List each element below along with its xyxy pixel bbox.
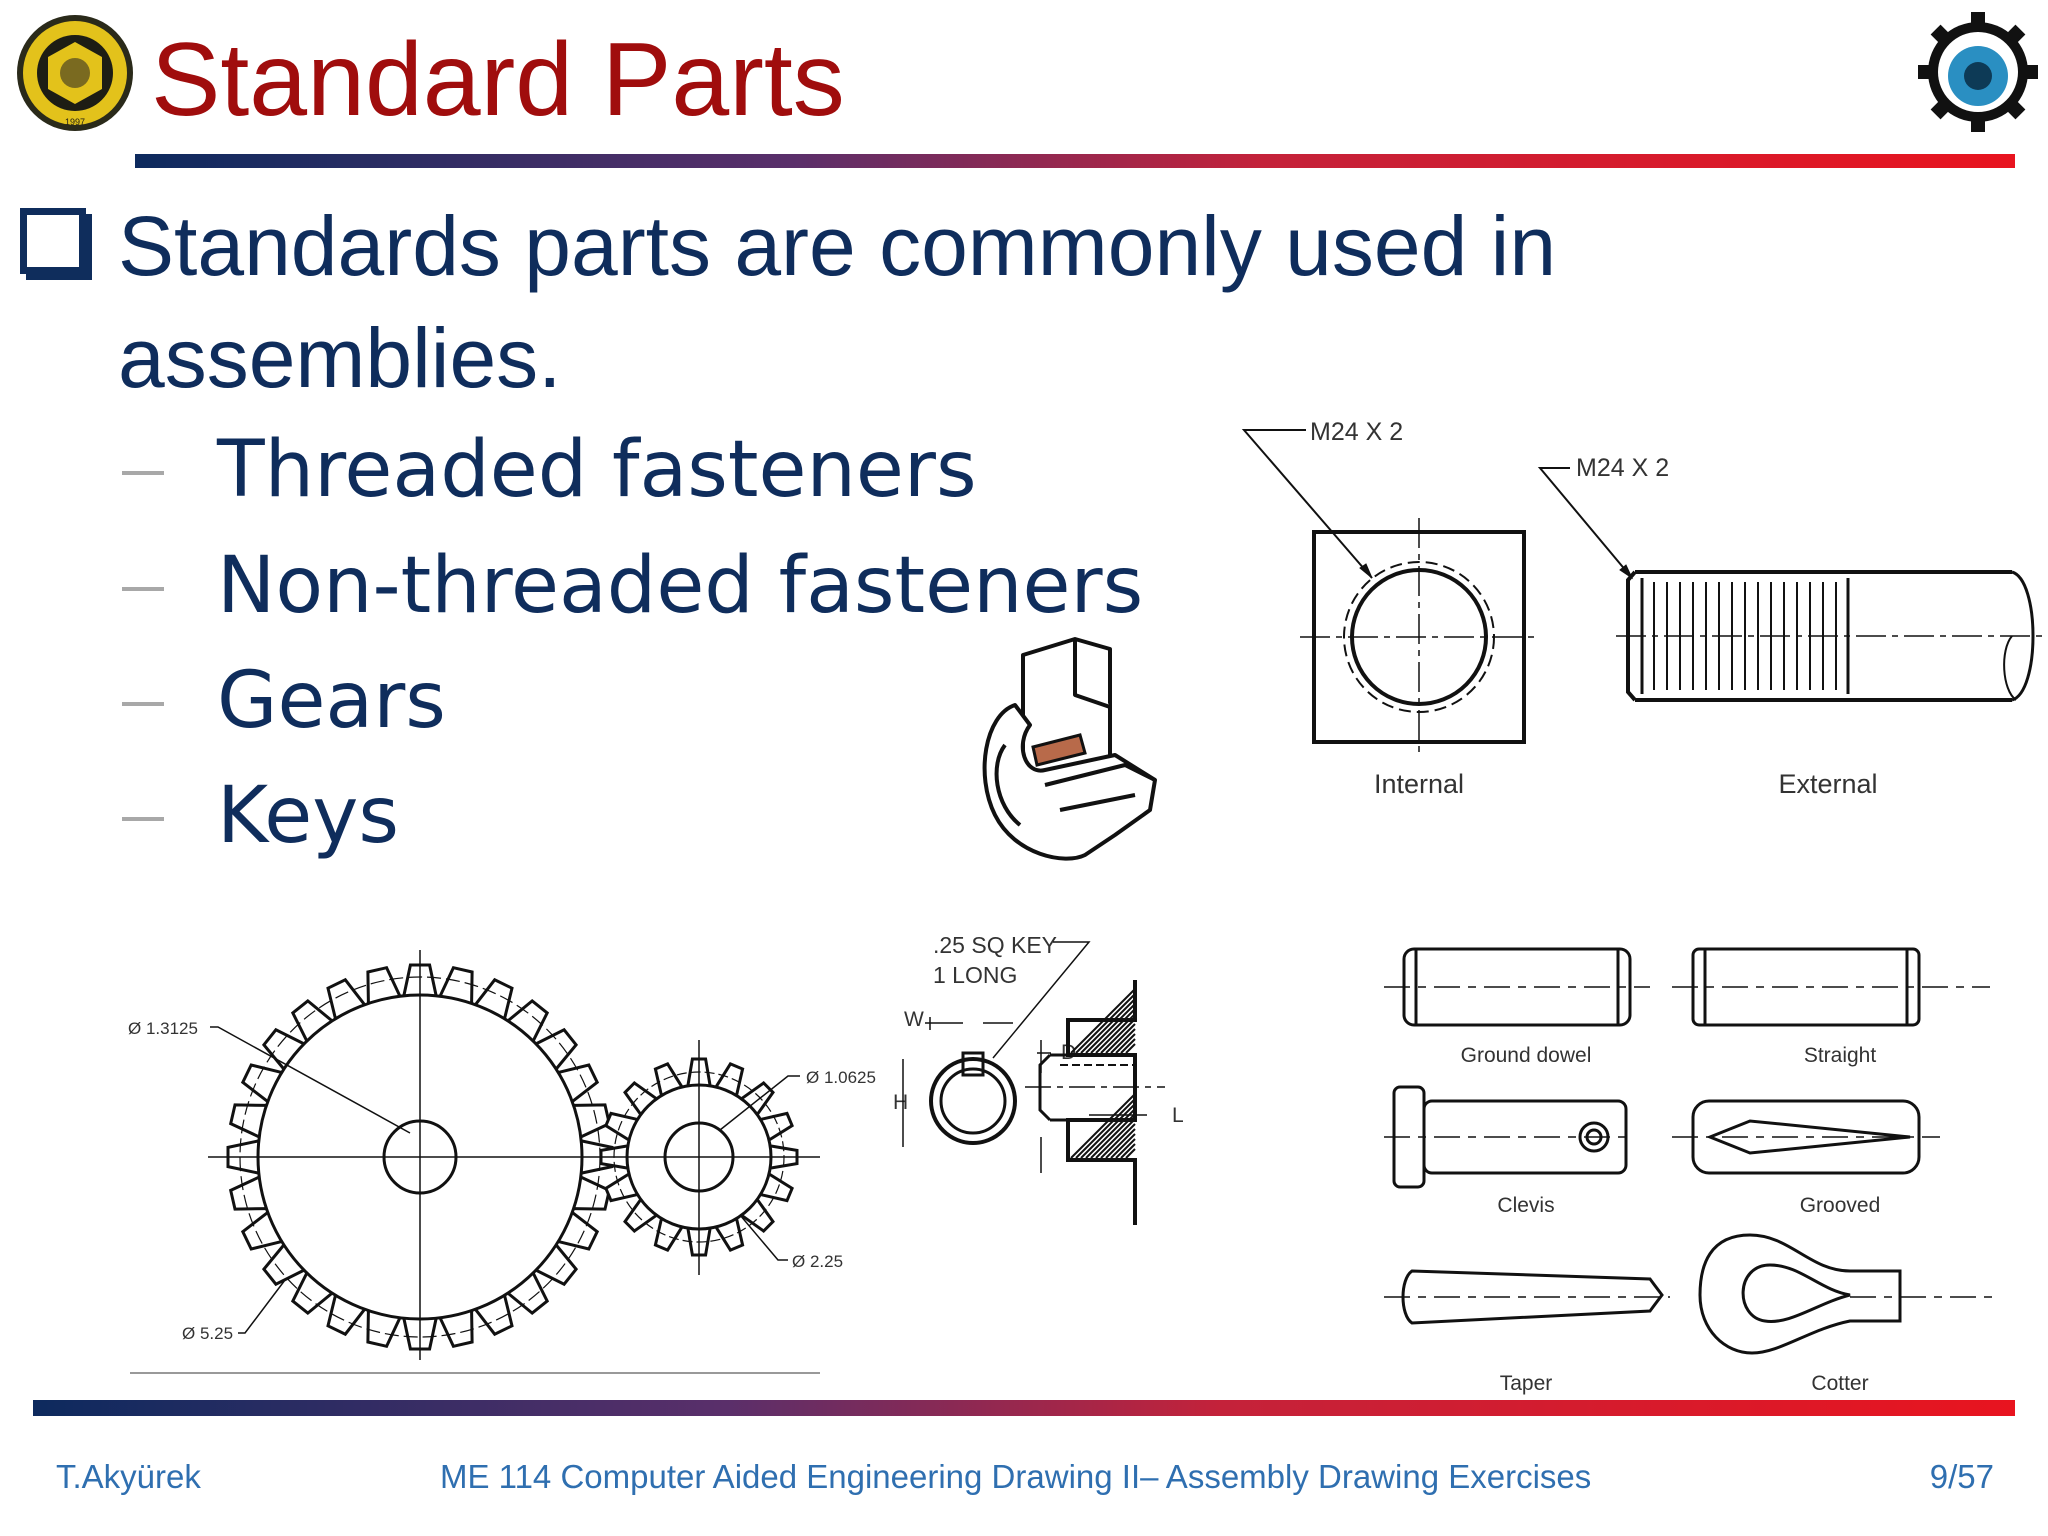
- key-detail-figure: .25 SQ KEY 1 LONG W H D L: [893, 932, 1184, 1225]
- key-h: H: [893, 1091, 908, 1114]
- dim-bore-large: Ø 1.3125: [128, 1019, 198, 1038]
- dim-pitch-small: Ø 2.25: [792, 1252, 843, 1271]
- key-w: W: [904, 1008, 924, 1031]
- footer-author: T.Akyürek: [56, 1458, 201, 1495]
- key-isometric-figure: [982, 637, 1157, 861]
- key-note-line1: .25 SQ KEY: [933, 932, 1057, 958]
- checkbox-bullet-icon: [20, 208, 86, 274]
- footer-page-number: 9/57: [1929, 1458, 1994, 1495]
- sub-item-non-threaded: Non-threaded fasteners: [217, 541, 1144, 631]
- pins-figure: Ground dowel Straight Clevis Grooved Tap…: [1384, 947, 2000, 1395]
- internal-label: Internal: [1374, 769, 1464, 799]
- pin-label-clevis: Clevis: [1497, 1194, 1554, 1217]
- dash-icon: [122, 471, 164, 475]
- external-callout: M24 X 2: [1576, 454, 1669, 482]
- dash-icon: [122, 702, 164, 706]
- pin-label-straight: Straight: [1804, 1044, 1877, 1067]
- sub-item-keys: Keys: [217, 771, 400, 861]
- pin-label-grooved: Grooved: [1800, 1194, 1881, 1217]
- pin-label-ground-dowel: Ground dowel: [1461, 1044, 1592, 1067]
- sub-item-threaded: Threaded fasteners: [217, 425, 977, 515]
- dash-icon: [122, 587, 164, 591]
- dim-bore-small: Ø 1.0625: [806, 1068, 876, 1087]
- pin-label-taper: Taper: [1500, 1372, 1553, 1395]
- svg-text:1997: 1997: [65, 117, 85, 127]
- mechanical-engineering-gear-logo-icon: [1918, 12, 2038, 132]
- header-divider: [135, 154, 2015, 168]
- page-title: Standard Parts: [151, 22, 845, 138]
- pin-label-cotter: Cotter: [1811, 1372, 1868, 1395]
- external-label: External: [1778, 769, 1877, 799]
- thread-figure: M24 X 2 M24 X 2 Internal External: [1241, 418, 2048, 799]
- key-l: L: [1172, 1104, 1184, 1127]
- dash-icon: [122, 817, 164, 821]
- footer-course: ME 114 Computer Aided Engineering Drawin…: [440, 1458, 1592, 1495]
- footer-divider: [33, 1400, 2015, 1416]
- gears-figure: Ø 1.3125 Ø 1.0625 Ø 2.25 Ø 5.25: [128, 950, 876, 1374]
- main-bullet-text: Standards parts are commonly used in ass…: [118, 199, 1557, 405]
- university-logo-icon: 1997: [17, 15, 133, 131]
- sub-item-gears: Gears: [217, 656, 446, 746]
- key-note-line2: 1 LONG: [933, 962, 1017, 988]
- internal-callout: M24 X 2: [1310, 418, 1403, 446]
- dim-pitch-large: Ø 5.25: [182, 1324, 233, 1343]
